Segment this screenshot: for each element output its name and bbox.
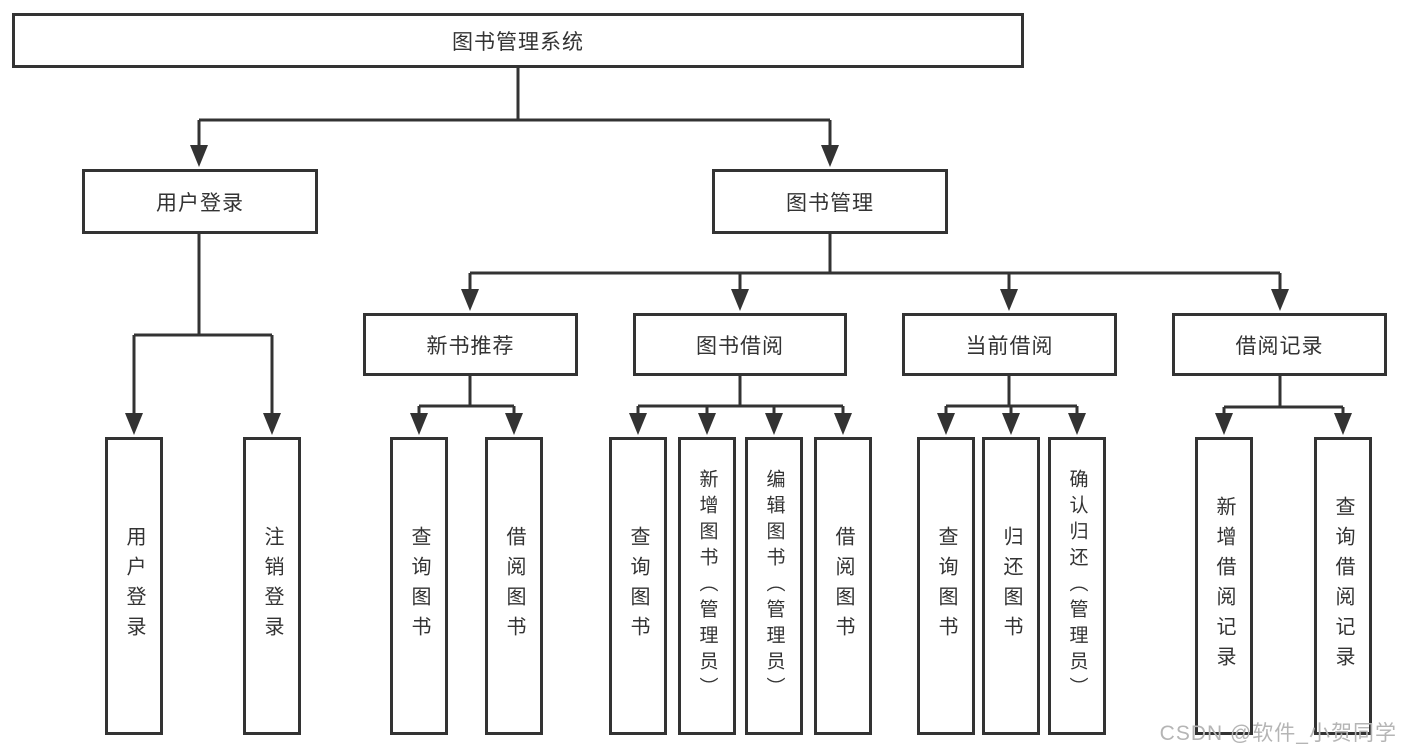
node-label: 图书管理系统 (452, 30, 584, 54)
node-book-management: 图书管理 (712, 169, 948, 234)
leaf-user-login: 用户登录 (105, 437, 163, 735)
node-label: 借阅记录 (1235, 334, 1324, 358)
leaf-edit-book-admin: 编辑图书（管理员） (745, 437, 803, 735)
node-label: 编辑图书（管理员） (763, 469, 785, 703)
node-label: 归还图书 (1000, 526, 1022, 646)
leaf-query-books-borrow: 查询图书 (609, 437, 667, 735)
node-label: 借阅图书 (503, 526, 525, 646)
node-new-book-recommend: 新书推荐 (363, 313, 578, 376)
leaf-borrow-books-recommend: 借阅图书 (485, 437, 543, 735)
leaf-logout: 注销登录 (243, 437, 301, 735)
node-library-system: 图书管理系统 (12, 13, 1024, 68)
leaf-borrow-books: 借阅图书 (814, 437, 872, 735)
node-label: 确认归还（管理员） (1066, 469, 1088, 703)
node-label: 图书管理 (786, 191, 874, 215)
leaf-return-book: 归还图书 (982, 437, 1040, 735)
node-label: 新书推荐 (426, 334, 515, 358)
node-book-borrow: 图书借阅 (633, 313, 847, 376)
node-label: 查询借阅记录 (1332, 496, 1354, 676)
node-label: 注销登录 (261, 526, 283, 646)
node-current-borrow: 当前借阅 (902, 313, 1117, 376)
node-borrow-records: 借阅记录 (1172, 313, 1387, 376)
arrowheads (125, 145, 1352, 435)
node-label: 借阅图书 (832, 526, 854, 646)
node-label: 图书借阅 (696, 334, 784, 358)
leaf-confirm-return-admin: 确认归还（管理员） (1048, 437, 1106, 735)
node-label: 查询图书 (408, 526, 430, 646)
leaf-query-books-recommend: 查询图书 (390, 437, 448, 735)
node-label: 新增图书（管理员） (696, 469, 718, 703)
csdn-watermark: CSDN @软件_小贺同学 (1159, 722, 1397, 745)
node-label: 查询图书 (627, 526, 649, 646)
leaf-add-book-admin: 新增图书（管理员） (678, 437, 736, 735)
node-label: 新增借阅记录 (1213, 496, 1235, 676)
node-label: 当前借阅 (965, 334, 1054, 358)
leaf-query-books-current: 查询图书 (917, 437, 975, 735)
node-user-login: 用户登录 (82, 169, 318, 234)
leaf-add-borrow-record: 新增借阅记录 (1195, 437, 1253, 735)
leaf-query-borrow-record: 查询借阅记录 (1314, 437, 1372, 735)
node-label: 用户登录 (123, 526, 145, 646)
node-label: 用户登录 (156, 191, 244, 215)
node-label: 查询图书 (935, 526, 957, 646)
